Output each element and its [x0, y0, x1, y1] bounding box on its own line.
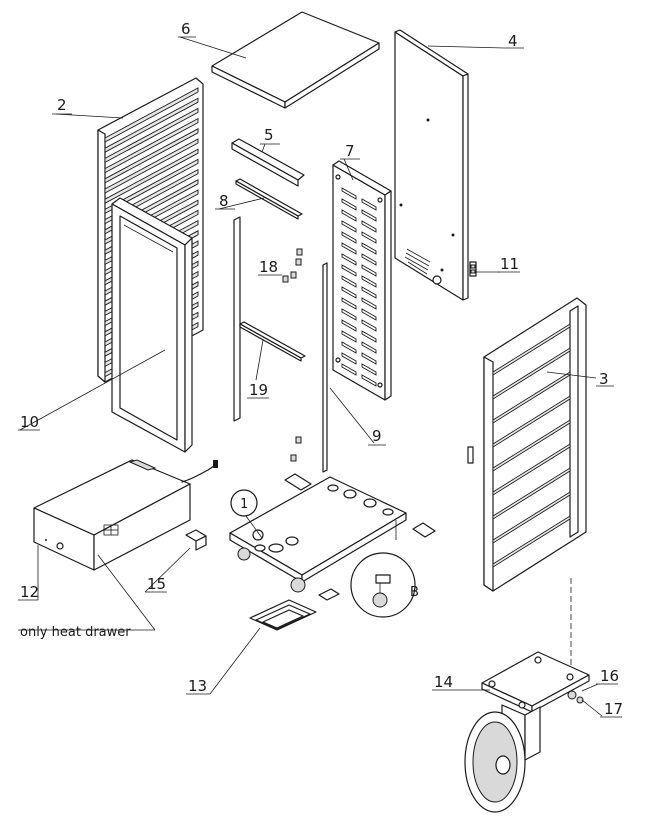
- rack-slat: [104, 128, 199, 184]
- part-13-tray: [249, 599, 317, 631]
- callout-3: 3: [599, 370, 609, 388]
- door-slat: [492, 467, 571, 520]
- door-slat: [492, 515, 571, 568]
- part-10-door-frame: [111, 197, 193, 453]
- callout-6: 6: [181, 20, 191, 38]
- panel-slot: [361, 308, 377, 321]
- part-12-heat-drawer: [33, 459, 218, 571]
- panel-slot: [341, 308, 357, 321]
- part-14-caster: [464, 578, 590, 813]
- callout-12: 12: [20, 583, 39, 601]
- door-slat: [492, 491, 571, 544]
- part-6-top-plate: [211, 11, 380, 109]
- panel-slot: [361, 352, 377, 365]
- panel-slot: [341, 198, 357, 211]
- callout-7: 7: [345, 142, 355, 160]
- rack-slat: [104, 107, 199, 164]
- callout-11: 11: [500, 255, 519, 273]
- callout-9: 9: [372, 427, 382, 445]
- panel-slot: [361, 253, 377, 266]
- panel-slot: [341, 264, 357, 277]
- rack-slat: [104, 97, 199, 153]
- panel-slot: [361, 275, 377, 288]
- panel-slot: [361, 264, 377, 277]
- panel-slot: [341, 319, 357, 332]
- panel-slot: [341, 209, 357, 222]
- part-15-bracket: [185, 529, 207, 551]
- door-slat: [492, 323, 571, 376]
- callout-14: 14: [434, 673, 453, 691]
- part-4-back-panel: [394, 29, 469, 301]
- part-1-base: [229, 476, 407, 601]
- door-slat: [492, 419, 571, 472]
- callout-5: 5: [264, 126, 274, 144]
- callout-17: 17: [604, 700, 623, 718]
- panel-slot: [361, 220, 377, 233]
- leader-lines: [18, 36, 603, 717]
- panel-slot: [361, 330, 377, 343]
- rack-slat: [104, 158, 199, 215]
- callout-8: 8: [219, 192, 229, 210]
- callout-10: 10: [20, 413, 39, 431]
- part-19-runner: [233, 216, 306, 422]
- panel-slot: [341, 330, 357, 343]
- rack-slat: [104, 138, 199, 194]
- panel-slot: [361, 286, 377, 299]
- panel-slot: [341, 253, 357, 266]
- callout-18: 18: [259, 258, 278, 276]
- rack-slat: [104, 117, 199, 174]
- panel-slot: [341, 220, 357, 233]
- vent-grille: [404, 248, 431, 275]
- callout-1: 1: [240, 497, 248, 512]
- part-7-perforated-panel: [332, 160, 392, 401]
- detail-b-label: B: [410, 585, 419, 600]
- rack-slat: [104, 148, 199, 204]
- base-brackets: [284, 436, 436, 538]
- panel-slot: [361, 198, 377, 211]
- part-3-door: [467, 297, 587, 592]
- callout-19: 19: [249, 381, 268, 399]
- callout-4: 4: [508, 32, 518, 50]
- callout-15: 15: [147, 575, 166, 593]
- part-5-top-rail: [231, 138, 305, 187]
- door-slat: [492, 443, 571, 496]
- panel-slot: [341, 341, 357, 354]
- part-8-rail: [235, 178, 303, 220]
- part-11-latch: [469, 261, 477, 277]
- door-slat: [492, 395, 571, 448]
- rack-slat: [104, 87, 199, 143]
- panel-slot: [361, 209, 377, 222]
- panel-slot: [341, 275, 357, 288]
- part-18-hardware: [282, 248, 303, 283]
- callout-16: 16: [600, 667, 619, 685]
- detail-b-caster: [350, 552, 416, 618]
- panel-slot: [361, 319, 377, 332]
- panel-slot: [341, 352, 357, 365]
- panel-slot: [341, 242, 357, 255]
- vent-grid-side: [103, 524, 119, 536]
- panel-slot: [361, 242, 377, 255]
- panel-slot: [341, 297, 357, 310]
- panel-slot: [341, 187, 357, 200]
- panel-slot: [361, 363, 377, 376]
- panel-slot: [341, 231, 357, 244]
- callout-2: 2: [57, 96, 67, 114]
- callout-labels: 6 4 2 5 7 8 18 11 3 19 10 9 1 12 15 only…: [18, 20, 623, 718]
- callout-13: 13: [188, 677, 207, 695]
- panel-slot: [361, 341, 377, 354]
- panel-slot: [361, 297, 377, 310]
- door-slat: [492, 347, 571, 400]
- panel-slot: [341, 363, 357, 376]
- panel-slot: [361, 231, 377, 244]
- panel-slot: [361, 374, 377, 387]
- callout-1-circle: [230, 489, 258, 517]
- note-heat-drawer: only heat drawer: [20, 625, 131, 640]
- panel-slot: [341, 286, 357, 299]
- part-9-post: [322, 262, 328, 473]
